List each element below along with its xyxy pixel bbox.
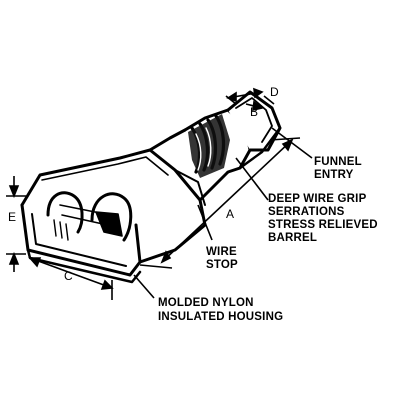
leader-grip — [235, 157, 269, 201]
dim-b-arrow — [252, 100, 264, 112]
neck-upper — [148, 128, 187, 152]
wire-stop-edge — [174, 169, 206, 206]
dim-a-arrow-bottom — [160, 250, 172, 264]
callout-funnel-entry-line1: FUNNEL — [314, 156, 362, 168]
connector-drawing — [20, 90, 282, 284]
barrel-dark-fill — [188, 114, 230, 178]
callout-wire-grip-line3: STRESS RELIEVED — [268, 219, 378, 231]
dim-label-c: C — [64, 269, 73, 283]
leader-stop — [197, 204, 213, 241]
dim-a-arrow-top — [281, 138, 294, 152]
dim-d-arrow-right — [253, 87, 264, 99]
callout-wire-stop-line1: WIRE — [206, 246, 237, 258]
dim-e-arrow-top — [8, 185, 20, 199]
dim-a-ext-top — [269, 137, 301, 141]
dim-d-ext-right — [263, 95, 275, 105]
receptacle-tongue — [95, 211, 123, 237]
dim-c-arrow-left — [28, 257, 42, 268]
leader-housing — [133, 274, 155, 299]
dim-e-arrow-bottom — [8, 251, 20, 265]
dim-c-arrow-right — [100, 279, 114, 290]
leader-lines — [133, 127, 313, 299]
callout-housing-line2: INSULATED HOUSING — [158, 311, 283, 323]
callout-housing-line1: MOLDED NYLON — [158, 297, 254, 309]
dim-d-arrow-left — [226, 91, 237, 103]
barrel-bottom — [238, 126, 282, 170]
callout-wire-grip-line1: DEEP WIRE GRIP — [268, 193, 367, 205]
dimension-lines — [6, 87, 301, 300]
dim-label-e: E — [8, 210, 16, 224]
housing-base-inner — [31, 213, 127, 267]
dim-label-a: A — [226, 207, 234, 221]
barrel-highlights — [195, 127, 212, 171]
leader-funnel — [271, 127, 313, 159]
housing-base — [20, 203, 142, 277]
dim-a-line — [161, 139, 293, 263]
funnel-inner — [235, 97, 273, 143]
callout-wire-grip-line4: BARREL — [268, 232, 317, 244]
callout-wire-stop-line2: STOP — [206, 259, 238, 271]
dim-label-b: B — [250, 105, 258, 119]
dim-c-line — [29, 257, 113, 289]
callout-funnel-entry-line2: ENTRY — [314, 169, 354, 181]
receptacle-shading — [53, 219, 69, 241]
housing-shell-inner — [41, 156, 169, 181]
callout-wire-grip-line2: SERRATIONS — [268, 206, 345, 218]
dim-a-ext-bottom — [139, 264, 173, 269]
receptacle-roll-left — [46, 191, 84, 234]
dim-label-d: D — [270, 85, 279, 99]
